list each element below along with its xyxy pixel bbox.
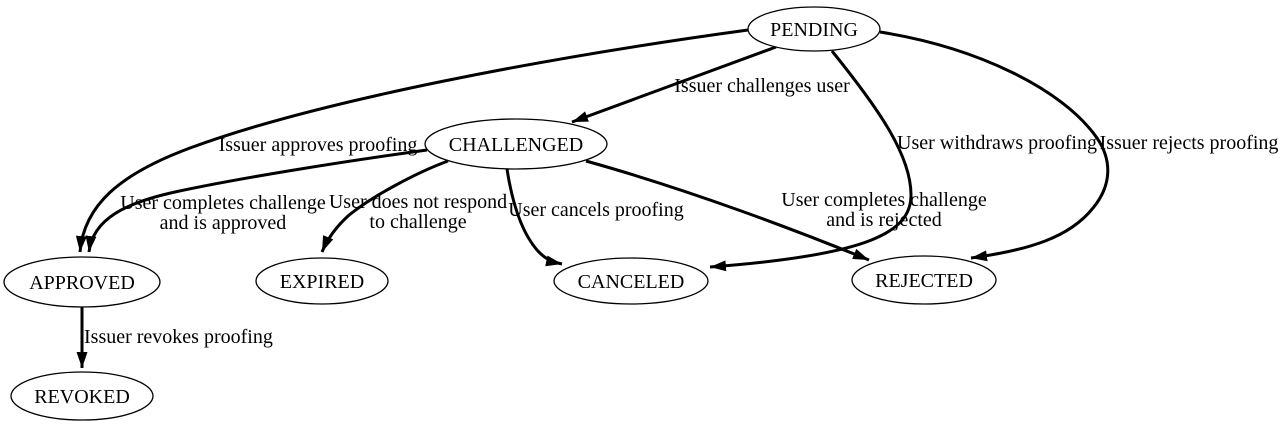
edge-label-user-does-not-respond-line2: to challenge bbox=[369, 211, 466, 233]
edge-label-user-completes-approved-line1: User completes challenge bbox=[120, 192, 326, 214]
state-node-canceled: CANCELED bbox=[553, 257, 709, 305]
state-node-challenged: CHALLENGED bbox=[424, 118, 608, 170]
canceled-label: CANCELED bbox=[578, 271, 685, 293]
edge-challenged-approved bbox=[85, 148, 428, 253]
state-node-pending: PENDING bbox=[747, 6, 881, 52]
revoked-ellipse bbox=[10, 371, 154, 421]
expired-ellipse bbox=[255, 257, 389, 305]
edge-label-issuer-challenges-user: Issuer challenges user bbox=[674, 75, 850, 97]
edge-labels-layer: Issuer challenges user Issuer approves p… bbox=[84, 75, 1278, 348]
edge-label-user-does-not-respond-line1: User does not respond bbox=[329, 191, 507, 213]
edge-label-issuer-rejects-proofing: Issuer rejects proofing bbox=[1100, 132, 1278, 154]
challenged-label: CHALLENGED bbox=[449, 134, 583, 156]
edge-label-user-cancels-proofing: User cancels proofing bbox=[508, 199, 684, 221]
pending-label: PENDING bbox=[770, 19, 858, 41]
edge-label-issuer-revokes-proofing: Issuer revokes proofing bbox=[84, 326, 273, 348]
edge-label-user-withdraws-proofing: User withdraws proofing bbox=[897, 132, 1097, 154]
state-node-expired: EXPIRED bbox=[255, 257, 389, 305]
pending-ellipse bbox=[747, 6, 881, 52]
canceled-ellipse bbox=[553, 257, 709, 305]
edge-challenged-expired bbox=[320, 159, 449, 253]
edge-label-user-completes-approved-line2: and is approved bbox=[160, 212, 287, 234]
edges-layer bbox=[75, 28, 1110, 368]
expired-label: EXPIRED bbox=[280, 271, 364, 293]
state-node-revoked: REVOKED bbox=[10, 371, 154, 421]
edge-label-user-completes-rejected-line1: User completes challenge bbox=[781, 189, 987, 211]
approved-label: APPROVED bbox=[29, 272, 135, 294]
edge-pending-challenged bbox=[571, 45, 777, 124]
rejected-label: REJECTED bbox=[875, 270, 973, 292]
nodes-layer: PENDING CHALLENGED APPROVED EXPIRED CANC… bbox=[3, 6, 997, 421]
edge-label-user-completes-rejected-line2: and is rejected bbox=[826, 209, 942, 231]
edge-label-issuer-approves-proofing: Issuer approves proofing bbox=[219, 134, 418, 156]
approved-ellipse bbox=[3, 256, 161, 308]
edge-challenged-rejected bbox=[585, 159, 870, 262]
edge-challenged-canceled bbox=[505, 168, 563, 267]
edge-pending-canceled bbox=[709, 50, 913, 272]
state-node-rejected: REJECTED bbox=[851, 255, 997, 305]
edge-pending-approved bbox=[75, 28, 749, 253]
rejected-ellipse bbox=[851, 255, 997, 305]
revoked-label: REVOKED bbox=[34, 386, 130, 408]
state-node-approved: APPROVED bbox=[3, 256, 161, 308]
challenged-ellipse bbox=[424, 118, 608, 170]
edge-pending-rejected bbox=[879, 30, 1110, 262]
